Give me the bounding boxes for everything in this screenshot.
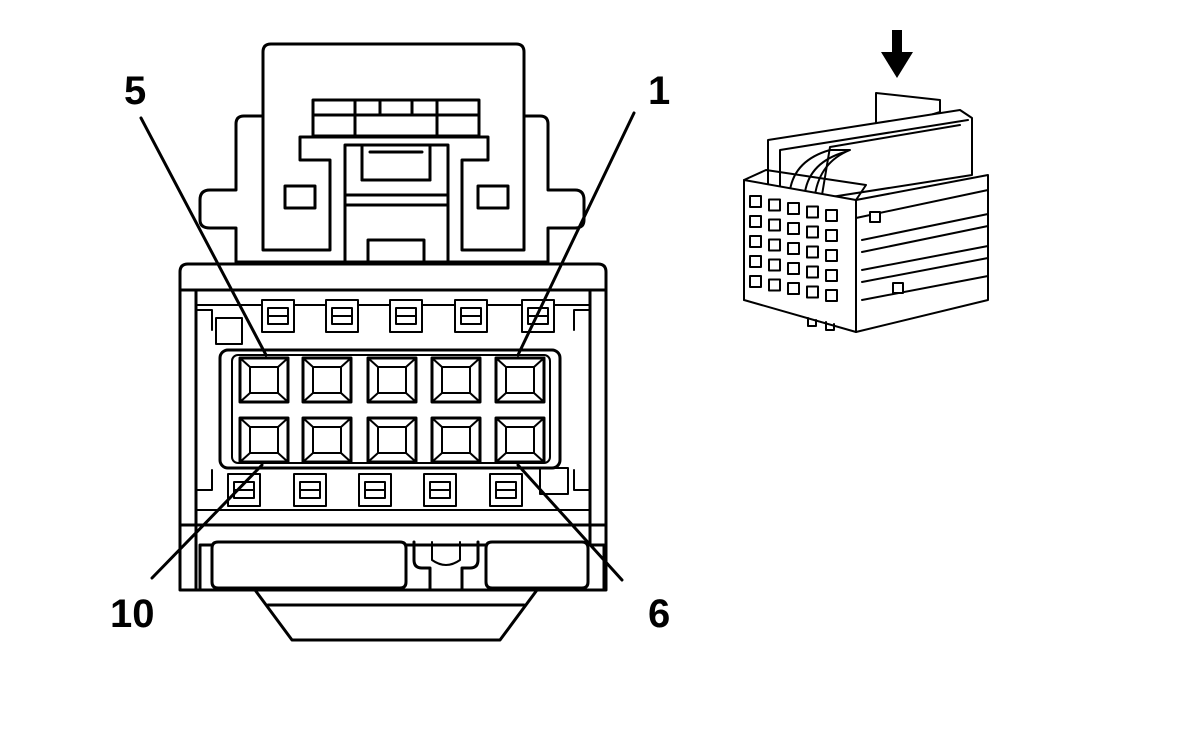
cavity xyxy=(494,356,546,404)
terminal-window xyxy=(389,299,423,333)
iso-cavity xyxy=(768,198,781,212)
terminal-window xyxy=(358,473,392,507)
iso-cavity xyxy=(749,255,762,268)
iso-cavity xyxy=(825,209,838,222)
iso-cavity xyxy=(768,258,781,272)
iso-cavity xyxy=(768,278,781,292)
iso-cavity xyxy=(806,285,819,299)
pin-label-1: 1 xyxy=(648,69,670,113)
pin-label-5: 5 xyxy=(124,69,146,113)
bottom-terminal-row xyxy=(227,473,523,507)
cavity-grid xyxy=(238,356,546,464)
pin-label-6: 6 xyxy=(648,592,670,636)
cavity xyxy=(430,416,482,464)
iso-cavity xyxy=(787,262,800,275)
iso-cavity xyxy=(825,289,838,302)
iso-cavity xyxy=(787,222,800,235)
connector-isometric-view xyxy=(743,30,989,333)
iso-cavity xyxy=(825,249,838,262)
iso-cavity xyxy=(749,215,762,228)
cavity xyxy=(301,416,353,464)
iso-cavity xyxy=(806,245,819,259)
terminal-window xyxy=(454,299,488,333)
iso-cavity xyxy=(749,235,762,248)
terminal-window xyxy=(227,473,261,507)
iso-cavity xyxy=(749,275,762,288)
cavity xyxy=(430,356,482,404)
cavity xyxy=(301,356,353,404)
iso-cavity xyxy=(787,242,800,255)
isometric-cavity-grid xyxy=(749,195,838,302)
iso-cavity xyxy=(768,218,781,232)
latch-housing xyxy=(198,42,586,264)
iso-cavity xyxy=(787,202,800,215)
iso-cavity xyxy=(787,282,800,295)
pin-leader-lines xyxy=(139,111,636,582)
terminal-window xyxy=(293,473,327,507)
iso-cavity xyxy=(806,265,819,279)
cavity xyxy=(494,416,546,464)
pin-label-10: 10 xyxy=(110,592,155,636)
iso-cavity xyxy=(806,225,819,239)
iso-cavity xyxy=(825,229,838,242)
terminal-window xyxy=(423,473,457,507)
terminal-window xyxy=(325,299,359,333)
iso-cavity xyxy=(749,195,762,208)
terminal-window xyxy=(261,299,295,333)
cavity xyxy=(366,416,418,464)
down-arrow-icon xyxy=(881,30,913,78)
iso-cavity xyxy=(806,205,819,219)
top-terminal-row xyxy=(261,299,555,333)
iso-cavity xyxy=(825,269,838,282)
cavity xyxy=(238,416,290,464)
terminal-window xyxy=(489,473,523,507)
cavity xyxy=(366,356,418,404)
connector-front-view: 5 1 10 6 xyxy=(110,42,670,642)
cavity xyxy=(238,356,290,404)
connector-skirt xyxy=(198,540,606,642)
iso-cavity xyxy=(768,238,781,252)
